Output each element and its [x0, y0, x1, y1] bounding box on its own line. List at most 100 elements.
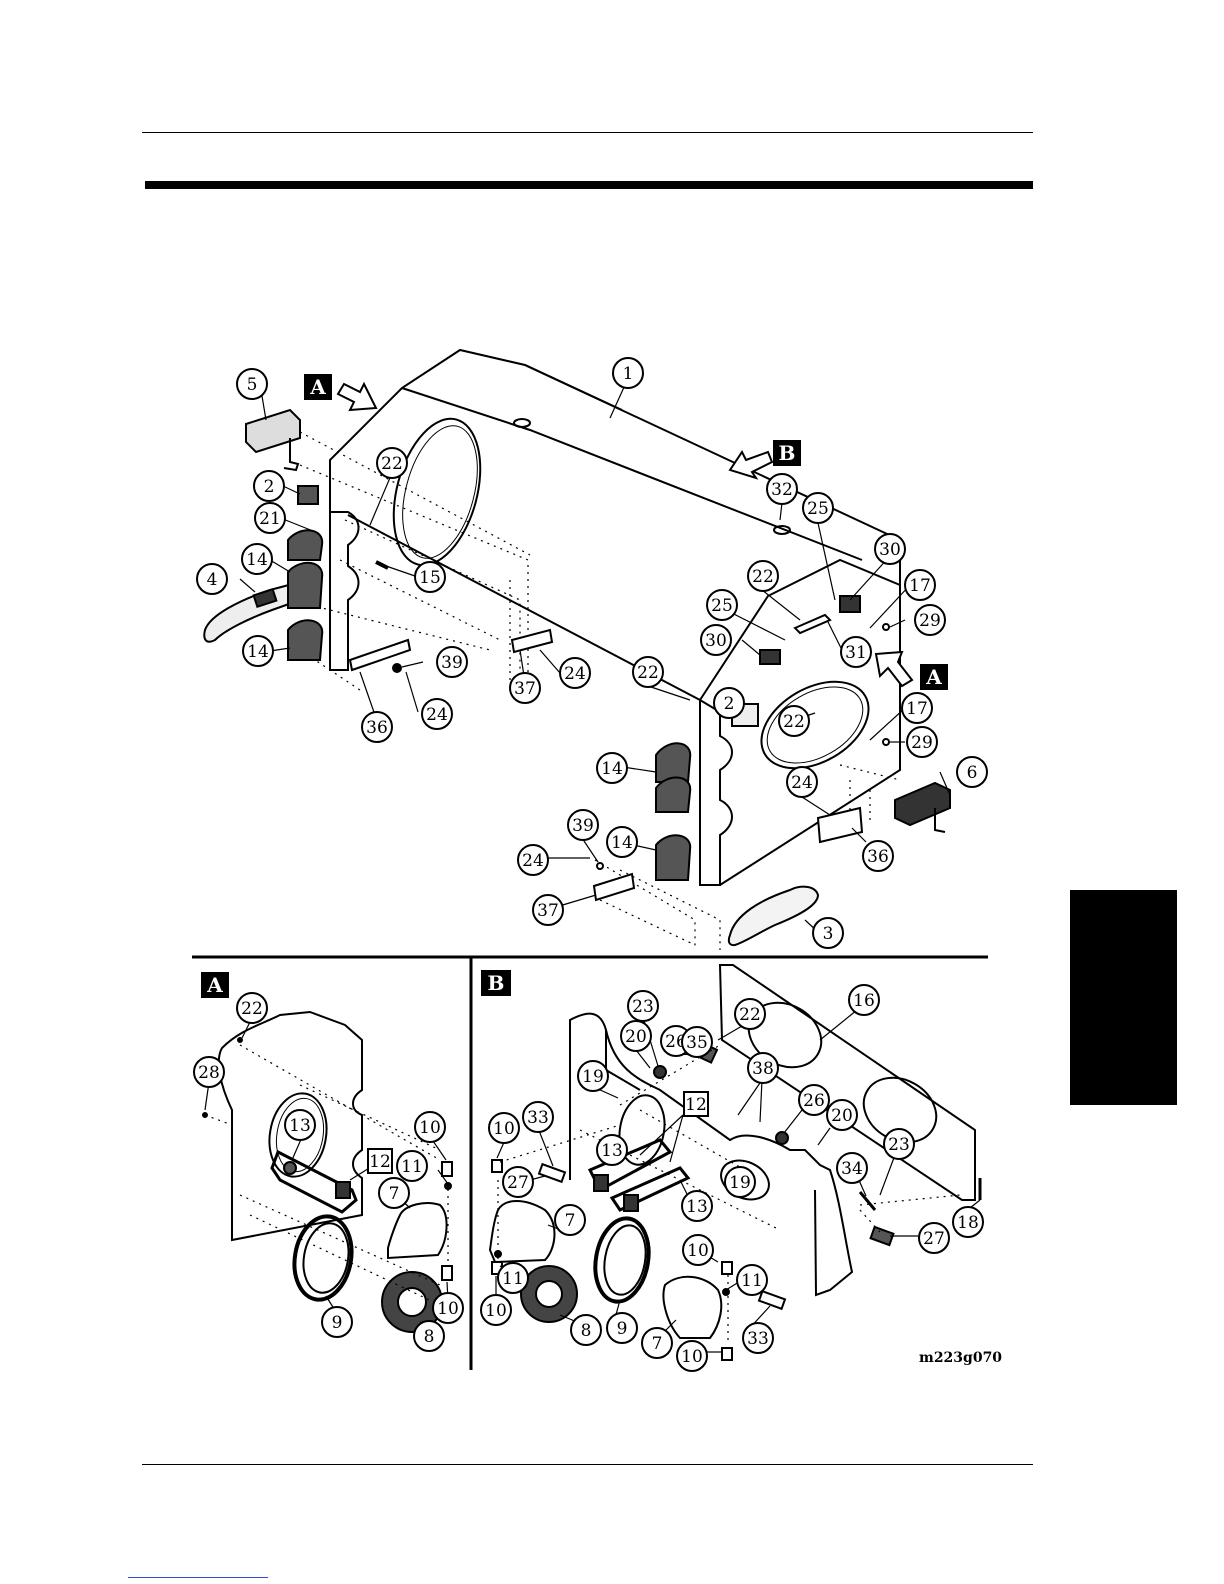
part-37-plate-left	[512, 630, 552, 652]
view-arrows	[338, 384, 912, 686]
callout-number: 23	[888, 1135, 910, 1155]
callout-number: 17	[906, 699, 928, 719]
callout-number: 30	[879, 540, 901, 560]
callout-number: 3	[823, 924, 834, 944]
drawing-number: m223g070	[919, 1350, 1002, 1366]
callout-number: 17	[909, 576, 931, 596]
callout-number: 22	[637, 663, 659, 683]
view-tag-b-detail-letter: B	[488, 971, 505, 995]
callout-number: 29	[911, 733, 933, 753]
callout-number: 11	[502, 1269, 524, 1289]
part-10-b3	[722, 1262, 732, 1274]
right-end-plate	[700, 700, 732, 885]
top-grommet	[514, 419, 530, 427]
boxed-callout-number: 12	[369, 1152, 391, 1172]
callout-number: 23	[632, 997, 654, 1017]
callout-number: 39	[572, 816, 594, 836]
callout-number: 11	[741, 1271, 763, 1291]
callout-number: 7	[389, 1184, 400, 1204]
part-14-clamp-right-b	[656, 777, 690, 812]
view-arrow-a-top	[338, 384, 376, 410]
callout-number: 29	[919, 611, 941, 631]
part-10-a2	[442, 1266, 452, 1280]
callout-number: 10	[687, 1241, 709, 1261]
callout-number: 34	[841, 1159, 863, 1179]
fastener	[597, 863, 603, 869]
callout-number: 31	[845, 643, 867, 663]
callout-number: 2	[264, 477, 275, 497]
pin-15	[376, 562, 388, 568]
part-14-clamp-left-b	[288, 563, 322, 608]
callout-number: 19	[729, 1173, 751, 1193]
part-22-a	[238, 1038, 242, 1042]
boxed-callout-number: 12	[685, 1095, 707, 1115]
view-tag-a-main-letter: A	[309, 375, 326, 399]
callout-number: 32	[771, 480, 793, 500]
callout-number: 38	[752, 1059, 774, 1079]
callout-number: 13	[601, 1141, 623, 1161]
callout-number: 30	[705, 631, 727, 651]
part-30-connector-top	[840, 596, 860, 612]
callout-number: 36	[867, 847, 889, 867]
callout-number: 2	[724, 694, 735, 714]
part-3-shroud	[729, 887, 818, 945]
callout-number: 10	[485, 1301, 507, 1321]
part-14-clamp-right-a	[656, 743, 690, 782]
callout-number: 25	[711, 596, 733, 616]
callout-number: 16	[853, 991, 875, 1011]
callout-number: 14	[247, 642, 269, 662]
part-10-a	[442, 1162, 452, 1176]
callout-number: 13	[686, 1197, 708, 1217]
view-tag-b-main-letter: B	[779, 441, 796, 465]
callout-number: 37	[537, 901, 559, 921]
part-30-connector-bottom	[760, 650, 780, 664]
part-7-gasket-a	[388, 1203, 447, 1258]
housing-right-front	[700, 700, 720, 885]
callout-number: 22	[783, 712, 805, 732]
callout-number: 9	[617, 1319, 628, 1339]
callout-number: 13	[289, 1116, 311, 1136]
part-33-b1	[539, 1164, 565, 1182]
callout-number: 11	[401, 1157, 423, 1177]
callout-number: 14	[601, 759, 623, 779]
view-arrow-b	[730, 452, 772, 478]
callout-number: 27	[507, 1173, 529, 1193]
view-arrow-a-right	[876, 652, 912, 686]
callout-number: 26	[803, 1091, 825, 1111]
part-7-gasket-b2	[663, 1277, 721, 1338]
callout-number: 22	[752, 567, 774, 587]
part-14-clamp-left-a	[288, 530, 322, 560]
right-opening	[746, 664, 883, 786]
view-tag-a-detail-letter: A	[206, 973, 223, 997]
part-14-clamp-right-c	[656, 835, 690, 880]
callout-number: 24	[426, 705, 448, 725]
callout-number: 24	[564, 664, 586, 684]
callout-number: 7	[652, 1334, 663, 1354]
part-35-b	[860, 1192, 875, 1210]
callout-number: 8	[424, 1327, 435, 1347]
callout-number: 1	[623, 364, 634, 384]
callout-number: 20	[625, 1027, 647, 1047]
callout-number: 10	[419, 1118, 441, 1138]
callout-number: 18	[957, 1213, 979, 1233]
fastener	[393, 664, 401, 672]
view-tag-a-right-letter: A	[925, 665, 942, 689]
callout-number: 22	[739, 1005, 761, 1025]
callout-number: 27	[923, 1229, 945, 1249]
callout-number: 5	[247, 375, 258, 395]
callout-number: 25	[807, 499, 829, 519]
callout-number: 8	[581, 1321, 592, 1341]
callout-number: 35	[686, 1033, 708, 1053]
callout-number: 20	[831, 1106, 853, 1126]
part-5-bracket	[246, 410, 300, 452]
left-opening	[379, 409, 495, 575]
callout-number: 10	[493, 1119, 515, 1139]
fastener	[883, 624, 889, 630]
callout-number: 22	[241, 999, 263, 1019]
callout-number: 24	[791, 773, 813, 793]
part-36-plate-right	[818, 808, 862, 842]
callout-number: 10	[681, 1347, 703, 1367]
part-31-bar	[795, 615, 830, 633]
part-10-b4	[722, 1348, 732, 1360]
